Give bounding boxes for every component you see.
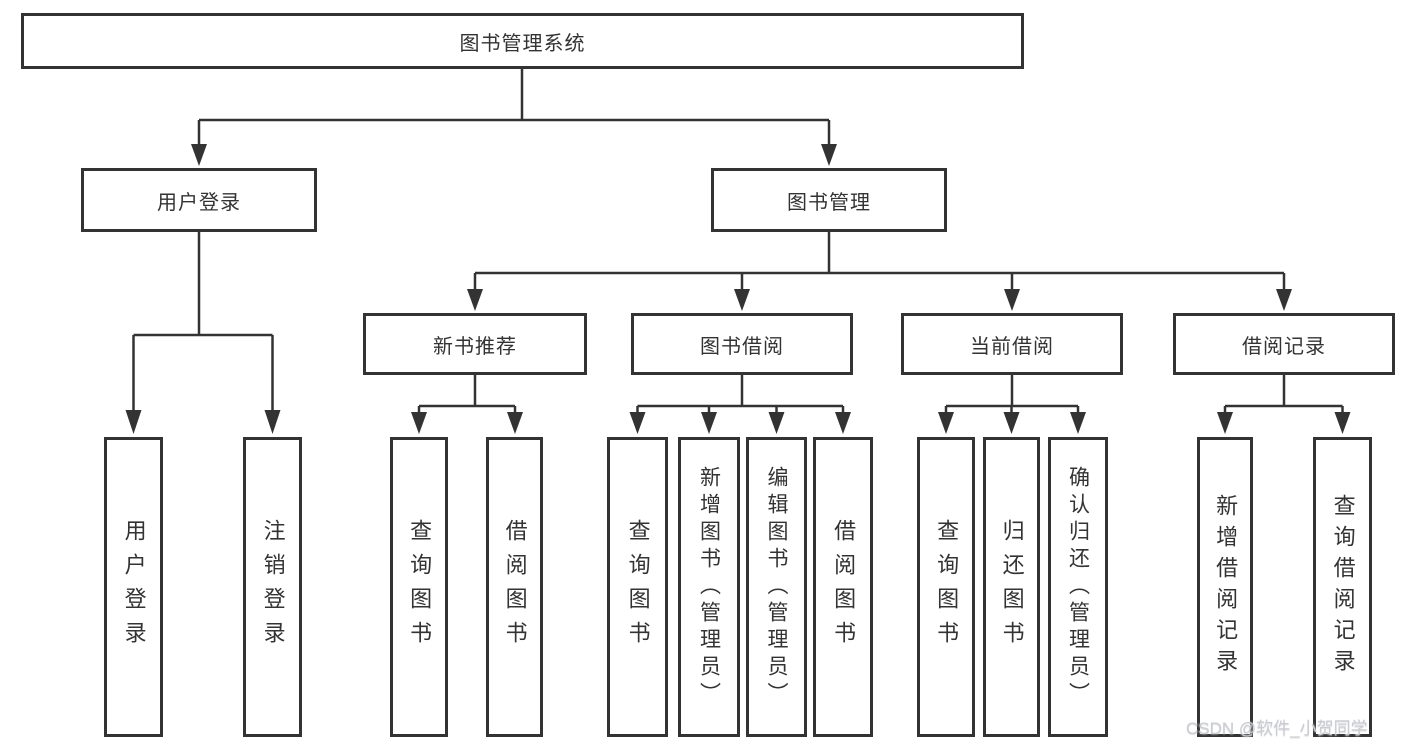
node-label: 用户登录 [157,191,241,214]
connector-bookmgmt-to-level3 [473,232,1286,290]
connector-recommend-children [417,375,517,414]
leaf-user-login: 用户登录 [104,437,163,737]
connector-userlogin-children [132,232,274,412]
leaf-query-books-recommend: 查询图书 [390,437,448,737]
arrowheads-userlogin-children [125,410,281,434]
arrowheads-records-children [1217,412,1351,434]
arrowheads-level2 [191,144,837,166]
leaf-query-books-borrowing: 查询图书 [607,437,668,737]
node-borrowing-records: 借阅记录 [1173,313,1395,375]
node-user-login-group: 用户登录 [81,168,317,232]
node-label: 当前借阅 [970,335,1054,358]
connector-current-children [944,375,1080,414]
node-label: 新增借阅记录 [1213,494,1239,680]
node-book-borrowing: 图书借阅 [631,313,853,375]
node-label: 查询图书 [934,519,960,655]
node-new-book-recommend: 新书推荐 [363,313,587,375]
arrowheads-current-children [938,412,1086,434]
node-label: 编辑图书（管理员） [765,465,789,709]
node-label: 新增图书（管理员） [697,465,721,709]
arrowheads-borrowing-children [629,412,851,434]
connector-borrowing-children [636,375,845,414]
connector-records-children [1223,375,1344,414]
leaf-logout: 注销登录 [243,437,302,737]
node-label: 确认归还（管理员） [1066,465,1090,709]
leaf-borrow-books-recommend: 借阅图书 [486,437,543,737]
connector-root-to-level2 [197,69,831,146]
node-label: 借阅记录 [1242,335,1326,358]
leaf-confirm-return-admin: 确认归还（管理员） [1048,437,1108,737]
node-label: 新书推荐 [433,335,517,358]
node-label: 注销登录 [260,519,286,655]
node-label: 图书管理系统 [459,32,586,55]
arrowheads-level3 [467,289,1292,311]
leaf-query-borrow-record: 查询借阅记录 [1313,437,1372,737]
node-label: 借阅图书 [831,519,857,655]
node-current-borrowing: 当前借阅 [901,313,1123,375]
node-label: 归还图书 [999,519,1025,655]
node-label: 查询借阅记录 [1330,494,1356,680]
leaf-return-books: 归还图书 [983,437,1040,737]
node-label: 图书管理 [787,191,871,214]
node-label: 查询图书 [625,519,651,655]
leaf-add-books-admin: 新增图书（管理员） [678,437,740,737]
leaf-add-borrow-record: 新增借阅记录 [1197,437,1253,737]
node-book-management: 图书管理 [711,168,947,232]
arrowheads-recommend-children [411,412,523,434]
node-label: 图书借阅 [700,335,784,358]
node-library-management-system: 图书管理系统 [21,13,1024,69]
leaf-borrow-books-borrowing: 借阅图书 [813,437,873,737]
node-label: 查询图书 [407,519,433,655]
leaf-edit-books-admin: 编辑图书（管理员） [746,437,807,737]
node-label: 用户登录 [121,519,147,655]
leaf-query-books-current: 查询图书 [917,437,975,737]
csdn-watermark: CSDN @软件_小贺同学 [1186,719,1368,738]
node-label: 借阅图书 [502,519,528,655]
